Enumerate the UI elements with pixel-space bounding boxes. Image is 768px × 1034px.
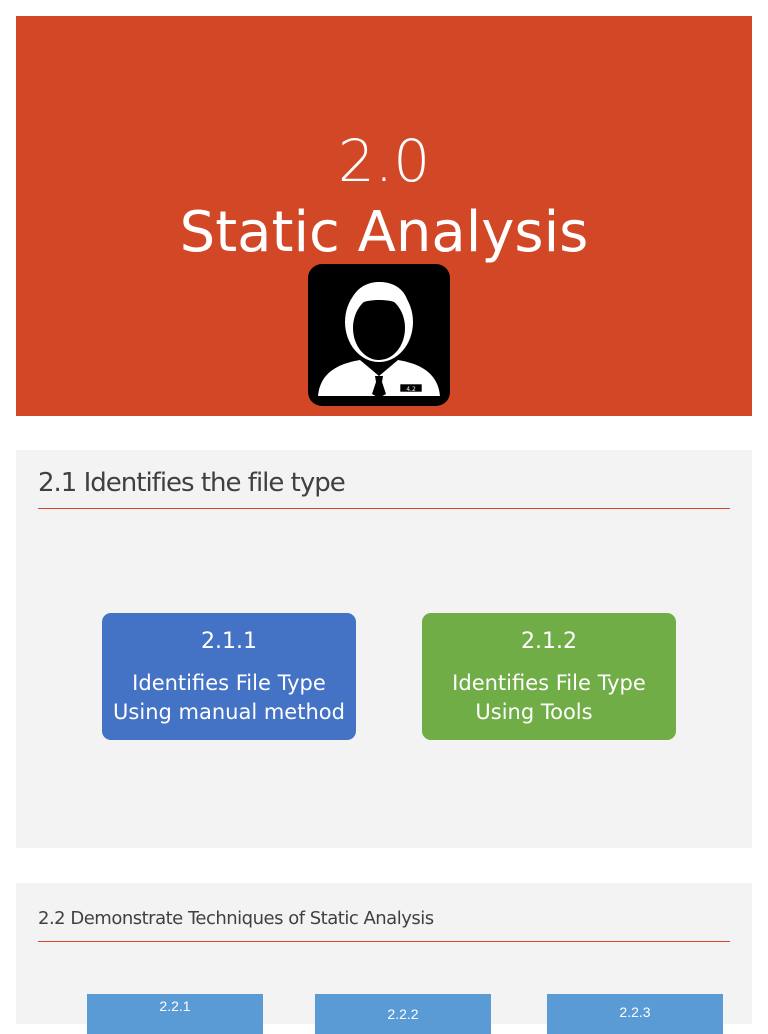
box-line: Using manual method (113, 700, 345, 724)
box-number: 2.1.2 (521, 629, 577, 654)
tile-label: 2.2.3 (619, 1004, 651, 1020)
slide-identifies-file-type: 2.1 Identifies the file type 2.1.1 Ident… (16, 450, 752, 848)
slide-static-analysis-techniques: 2.2 Demonstrate Techniques of Static Ana… (16, 883, 752, 1034)
section-heading: 2.1 Identifies the file type (38, 468, 346, 498)
technique-tile: 2.2.3 (547, 994, 723, 1034)
box-manual-method: 2.1.1 Identifies File Type Using manual … (102, 613, 356, 740)
box-line: Identifies File Type (132, 671, 326, 695)
box-description: Identifies File Type Using Tools (422, 669, 676, 727)
slide-title: Static Analysis (179, 200, 589, 265)
heading-divider (38, 508, 730, 509)
heading-divider (38, 941, 730, 942)
box-line: Identifies File Type (452, 671, 646, 695)
title-slide: 2.0 Static Analysis 4.2 (16, 16, 752, 416)
box-number: 2.1.1 (201, 629, 257, 654)
tile-label: 2.2.1 (159, 998, 191, 1014)
badge-text: 4.2 (406, 386, 416, 393)
box-line: Using Tools (475, 700, 593, 724)
tile-label: 2.2.2 (387, 1006, 419, 1022)
box-using-tools: 2.1.2 Identifies File Type Using Tools (422, 613, 676, 740)
user-icon: 4.2 (308, 264, 450, 406)
section-heading: 2.2 Demonstrate Techniques of Static Ana… (38, 908, 434, 929)
box-description: Identifies File Type Using manual method (102, 669, 356, 727)
section-number: 2.0 (337, 127, 431, 195)
technique-tile: 2.2.2 (315, 994, 491, 1034)
technique-tile: 2.2.1 (87, 994, 263, 1034)
